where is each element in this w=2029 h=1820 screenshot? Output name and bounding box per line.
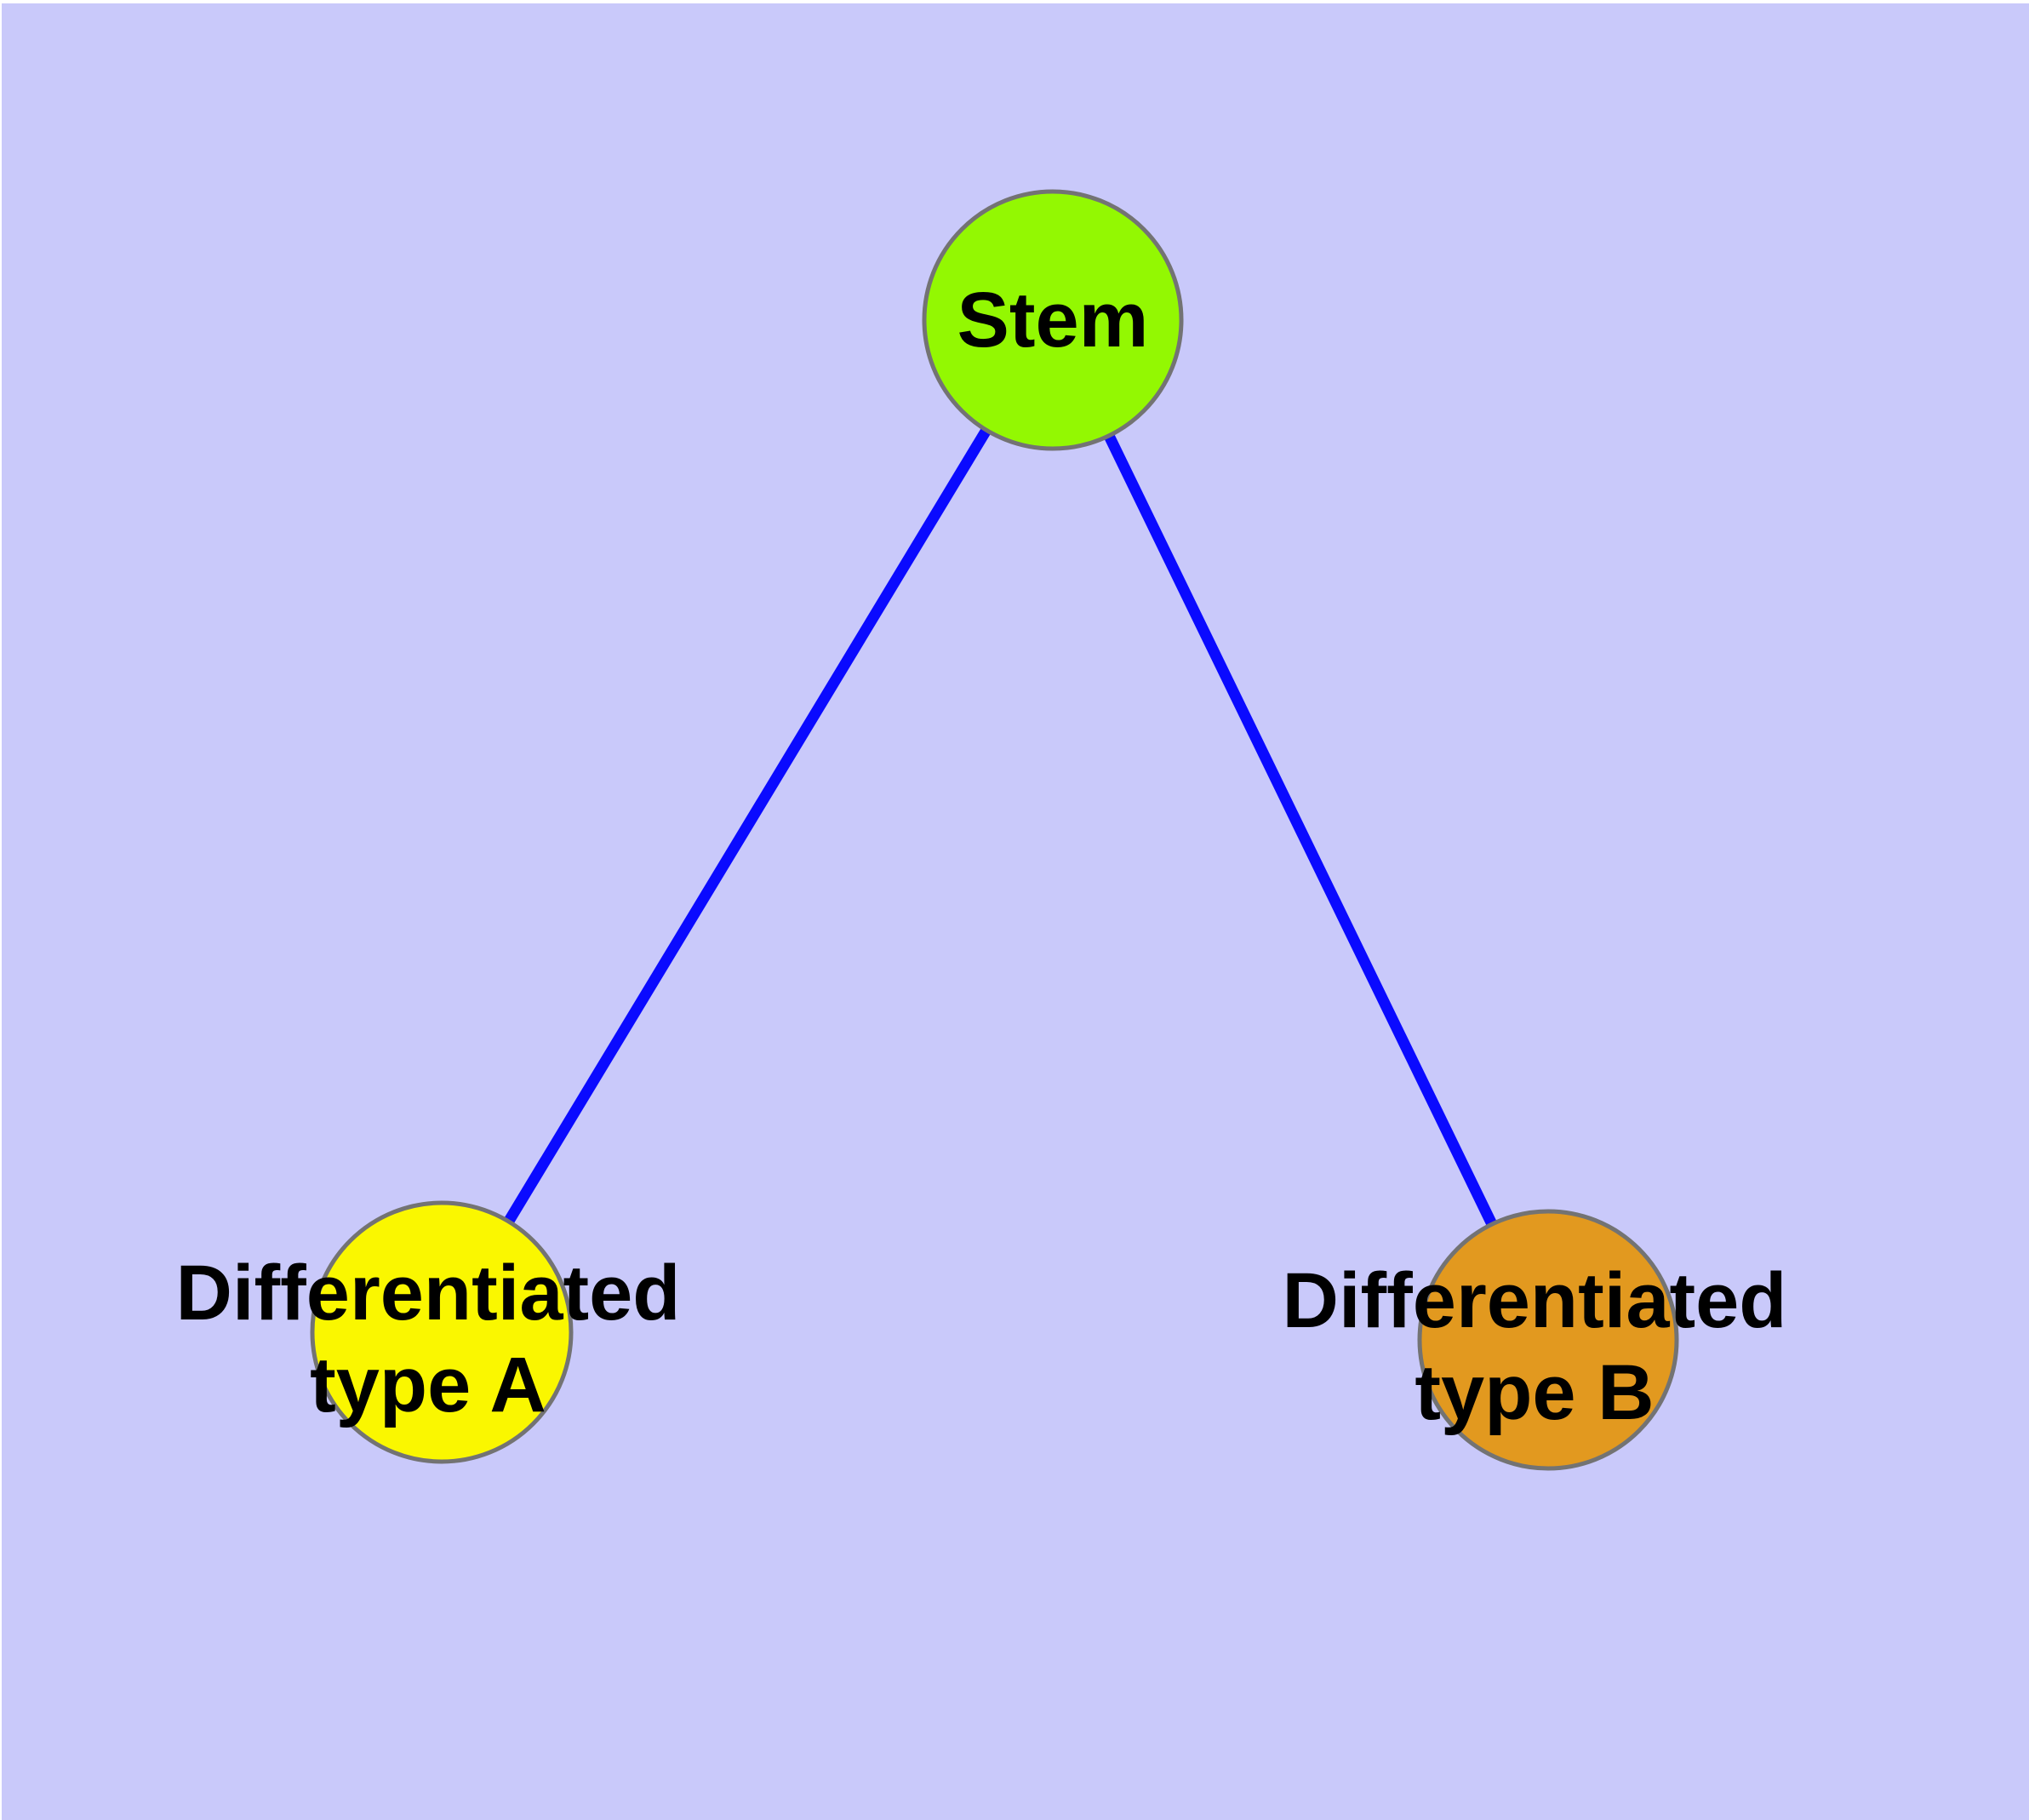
edge-stem-to-type-b xyxy=(1048,318,1553,1342)
node-differentiated-type-a-circle xyxy=(310,1200,574,1464)
node-differentiated-type-b-circle xyxy=(1417,1209,1679,1471)
edge-stem-to-type-a xyxy=(437,317,1058,1336)
node-stem-circle xyxy=(922,189,1184,451)
